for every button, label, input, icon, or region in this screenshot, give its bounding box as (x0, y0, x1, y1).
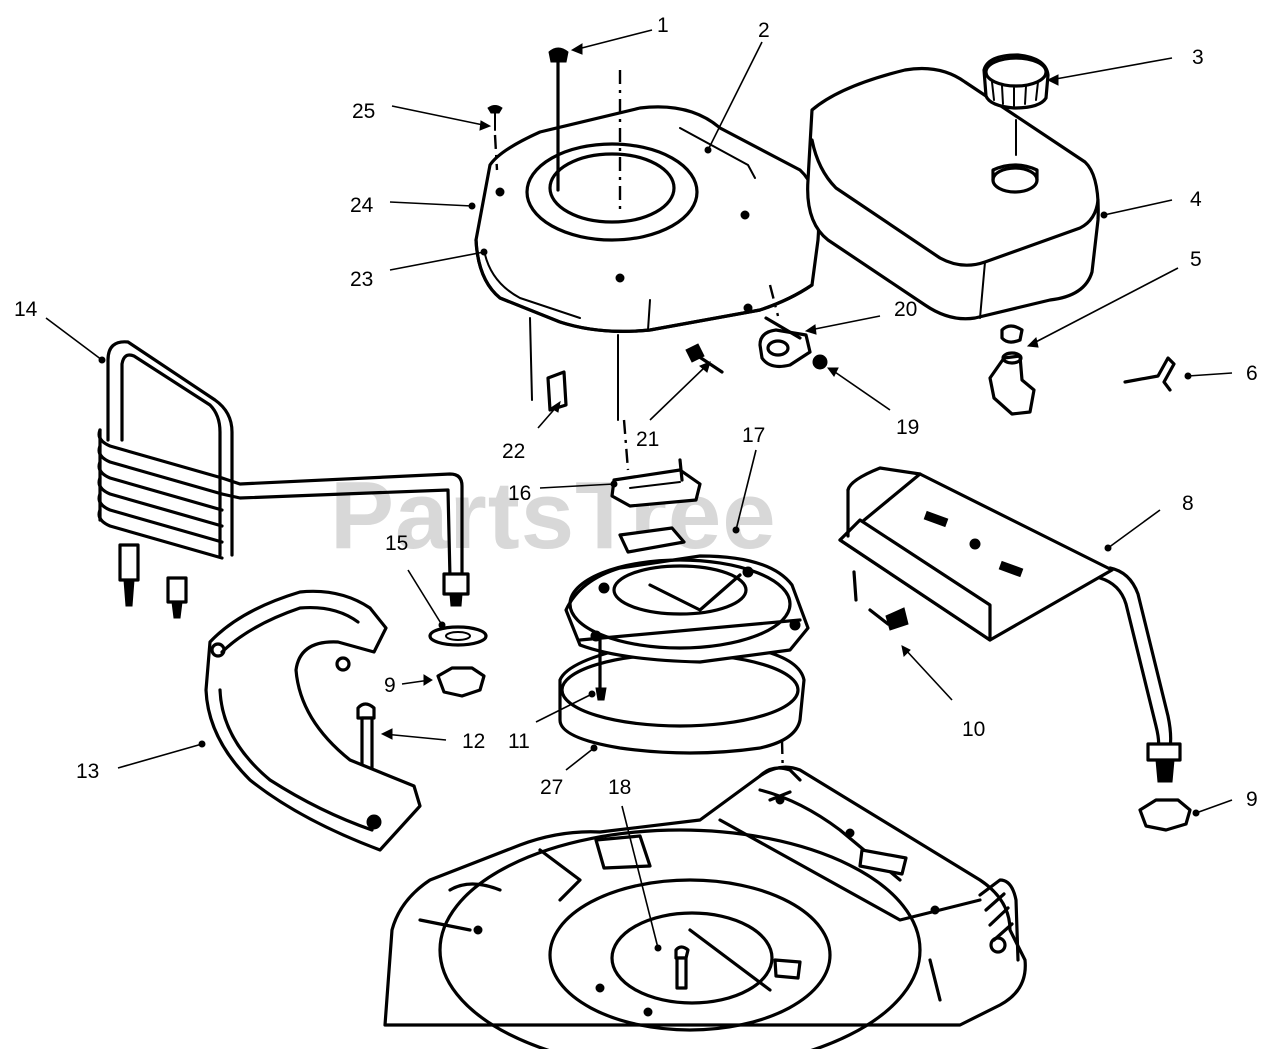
callout-2: 2 (758, 19, 770, 42)
callout-21: 21 (636, 428, 659, 451)
callout-20: 20 (894, 298, 917, 321)
wire-clip (1123, 356, 1176, 392)
callout-19: 19 (896, 416, 919, 439)
washer-and-nut (428, 625, 488, 698)
blower-housing (474, 105, 821, 421)
mower-deck (383, 765, 1027, 1049)
callout-11: 11 (508, 730, 530, 753)
fuel-cap (982, 53, 1050, 110)
callout-27: 27 (540, 776, 563, 799)
bracket-clip (546, 370, 568, 412)
callout-13: 13 (76, 760, 99, 783)
leader-lines (45, 29, 1233, 952)
callout-24: 24 (350, 194, 374, 217)
callout-4: 4 (1190, 188, 1202, 211)
small-screw (487, 105, 503, 171)
callout-16: 16 (508, 482, 531, 505)
callout-10: 10 (962, 718, 985, 741)
callout-labels: 1 2 3 4 5 6 8 9 9 10 11 12 13 14 15 16 1… (14, 14, 1258, 811)
callout-8: 8 (1182, 492, 1194, 515)
callout-25: 25 (352, 100, 375, 123)
screw-top (548, 47, 569, 192)
handle-frame (97, 340, 470, 619)
watermark: PartsTree (330, 462, 777, 569)
fuel-tank (806, 66, 1100, 321)
callout-6: 6 (1246, 362, 1258, 385)
nut-right (1138, 798, 1192, 832)
callout-22: 22 (502, 440, 525, 463)
gasket (610, 458, 702, 554)
callout-18: 18 (608, 776, 631, 799)
starter-assembly (558, 554, 810, 755)
callout-17: 17 (742, 424, 765, 447)
callout-15: 15 (385, 532, 408, 555)
callout-5: 5 (1190, 248, 1202, 271)
primer-bracket (685, 316, 828, 374)
callout-9-right: 9 (1246, 788, 1258, 811)
callout-3: 3 (1192, 46, 1204, 69)
callout-9-left: 9 (384, 674, 396, 697)
callout-23: 23 (350, 268, 373, 291)
bagger-chute (838, 466, 1182, 783)
fuel-fitting (988, 324, 1036, 416)
callout-14: 14 (14, 298, 38, 321)
callout-12: 12 (462, 730, 485, 753)
rear-deflector (204, 589, 422, 852)
callout-1: 1 (657, 14, 669, 37)
